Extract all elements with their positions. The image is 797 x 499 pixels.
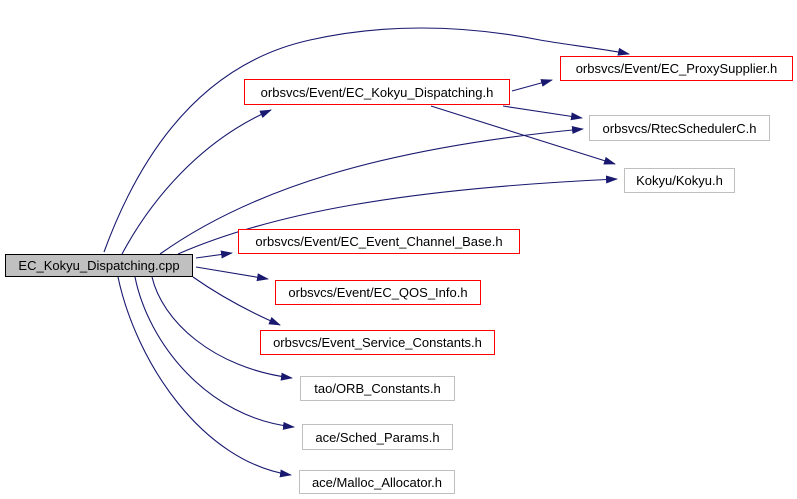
edge-root-to-rtec-scheduler-c — [159, 126, 584, 255]
node-orb-constants-h[interactable]: tao/ORB_Constants.h — [300, 376, 455, 401]
edge-root-to-malloc-allocator — [117, 276, 292, 478]
edge-root-to-sched-params — [134, 276, 295, 430]
edge-root-to-ec-proxysupplier — [103, 27, 630, 253]
node-ec-qos-info-h[interactable]: orbsvcs/Event/EC_QOS_Info.h — [275, 280, 481, 305]
node-root-ec-kokyu-dispatching-cpp: EC_Kokyu_Dispatching.cpp — [5, 254, 193, 277]
node-kokyu-kokyu-h[interactable]: Kokyu/Kokyu.h — [624, 168, 735, 193]
edge-root-to-ec-event-channel-base — [195, 250, 233, 259]
node-ec-proxysupplier-h[interactable]: orbsvcs/Event/EC_ProxySupplier.h — [560, 56, 793, 81]
node-ec-kokyu-dispatching-h[interactable]: orbsvcs/Event/EC_Kokyu_Dispatching.h — [244, 79, 510, 105]
edge-kokyu-dispatching-h-to-kokyu-kokyu — [430, 105, 616, 165]
edge-root-to-ec-kokyu-dispatching-h — [121, 109, 272, 255]
node-rtec-scheduler-c-h[interactable]: orbsvcs/RtecSchedulerC.h — [589, 115, 770, 141]
edge-kokyu-dispatching-h-to-ec-proxysupplier — [511, 79, 553, 92]
node-malloc-allocator-h[interactable]: ace/Malloc_Allocator.h — [299, 470, 455, 494]
edge-root-to-event-service-constants — [192, 276, 281, 326]
node-ec-event-channel-base-h[interactable]: orbsvcs/Event/EC_Event_Channel_Base.h — [238, 229, 520, 254]
edge-root-to-ec-qos-info — [195, 266, 269, 282]
node-event-service-constants-h[interactable]: orbsvcs/Event_Service_Constants.h — [260, 330, 495, 355]
edge-root-to-kokyu-kokyu — [177, 175, 618, 255]
node-sched-params-h[interactable]: ace/Sched_Params.h — [302, 424, 453, 450]
edge-root-to-orb-constants — [151, 276, 293, 381]
edge-kokyu-dispatching-h-to-rtec-scheduler-c — [502, 105, 583, 121]
